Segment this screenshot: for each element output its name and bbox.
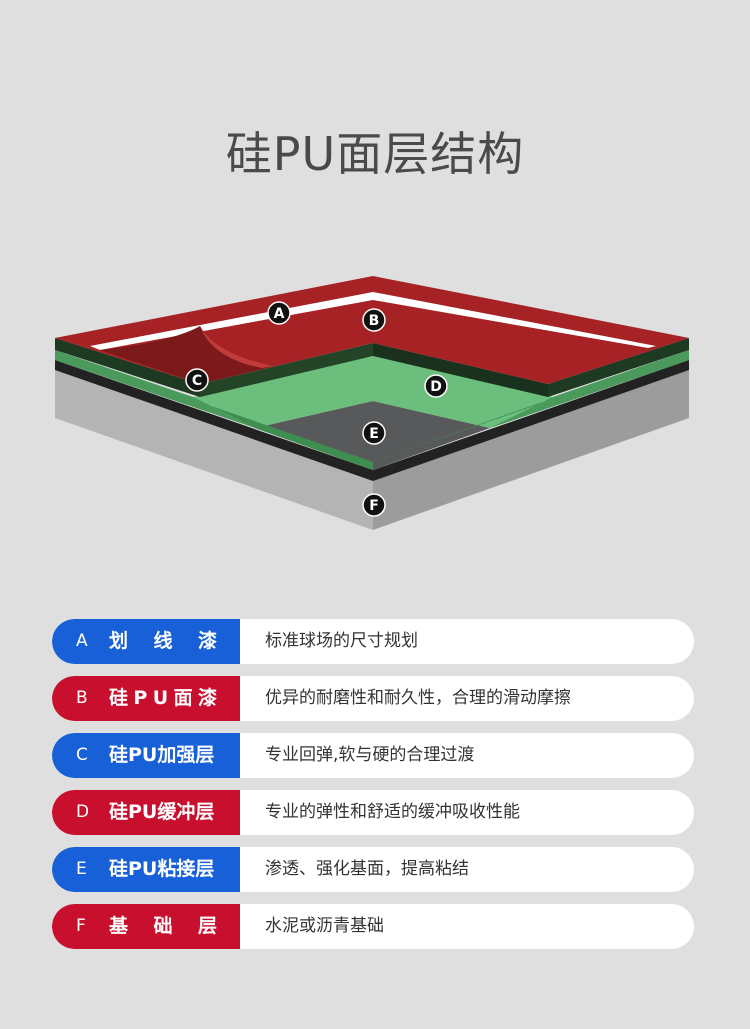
reinforcement-layer-inner-left bbox=[200, 343, 373, 397]
legend-name: 硅PU缓冲层 bbox=[109, 801, 215, 823]
legend-letter: A bbox=[76, 631, 88, 651]
legend-name: 硅PU加强层 bbox=[109, 744, 215, 766]
legend-letter: E bbox=[76, 859, 87, 879]
legend-letter: B bbox=[76, 688, 88, 708]
legend-badge: F 基础层 bbox=[52, 904, 240, 949]
green-band-left bbox=[55, 352, 373, 470]
legend-row-d: D 硅PU缓冲层 专业的弹性和舒适的缓冲吸收性能 bbox=[52, 790, 694, 835]
peeled-corner-highlight bbox=[200, 326, 275, 368]
marker-e: E bbox=[362, 421, 386, 445]
legend-badge: D 硅PU缓冲层 bbox=[52, 790, 240, 835]
legend-letter: F bbox=[76, 916, 86, 936]
legend-row-f: F 基础层 水泥或沥青基础 bbox=[52, 904, 694, 949]
reinforcement-layer-inner-right bbox=[373, 343, 548, 397]
legend-row-e: E 硅PU粘接层 渗透、强化基面，提高粘结 bbox=[52, 847, 694, 892]
green-face-right bbox=[490, 350, 689, 428]
svg-text:F: F bbox=[369, 498, 379, 514]
layer-structure-diagram: A B C D E F bbox=[55, 276, 689, 530]
reinforcement-layer-left bbox=[55, 338, 200, 397]
svg-text:E: E bbox=[369, 426, 379, 442]
reinforcement-layer-right bbox=[548, 338, 689, 397]
legend-row-c: C 硅PU加强层 专业回弹,软与硬的合理过渡 bbox=[52, 733, 694, 778]
legend-badge: C 硅PU加强层 bbox=[52, 733, 240, 778]
legend-description: 标准球场的尺寸规划 bbox=[265, 631, 418, 651]
legend-letter: D bbox=[76, 802, 90, 822]
legend-row-a: A 划线漆 标准球场的尺寸规划 bbox=[52, 619, 694, 664]
base-layer-right-face bbox=[373, 368, 689, 530]
base-layer-left-face bbox=[55, 368, 373, 530]
svg-text:D: D bbox=[430, 379, 442, 395]
marker-d: D bbox=[424, 374, 448, 398]
svg-text:B: B bbox=[369, 313, 380, 329]
legend-name: 基础层 bbox=[109, 915, 217, 937]
legend-badge: A 划线漆 bbox=[52, 619, 240, 664]
legend-letter: C bbox=[76, 745, 88, 765]
legend-description: 水泥或沥青基础 bbox=[265, 916, 384, 936]
legend-description: 优异的耐磨性和耐久性，合理的滑动摩擦 bbox=[265, 688, 571, 708]
legend-description: 渗透、强化基面，提高粘结 bbox=[265, 859, 469, 879]
legend-description: 专业的弹性和舒适的缓冲吸收性能 bbox=[265, 802, 520, 822]
svg-text:C: C bbox=[192, 373, 202, 389]
page-title: 硅PU面层结构 bbox=[225, 127, 525, 181]
cushion-layer-top bbox=[193, 356, 553, 428]
legend-name: 硅PU粘接层 bbox=[109, 858, 215, 880]
marker-c: C bbox=[185, 368, 209, 392]
green-face-left bbox=[55, 350, 255, 428]
peeled-corner bbox=[100, 326, 275, 384]
legend-badge: E 硅PU粘接层 bbox=[52, 847, 240, 892]
marker-a: A bbox=[267, 301, 291, 325]
legend-description: 专业回弹,软与硬的合理过渡 bbox=[265, 745, 475, 765]
marker-f: F bbox=[362, 493, 386, 517]
legend-name: 划线漆 bbox=[109, 630, 217, 652]
marker-b: B bbox=[362, 308, 386, 332]
svg-text:A: A bbox=[274, 306, 285, 322]
